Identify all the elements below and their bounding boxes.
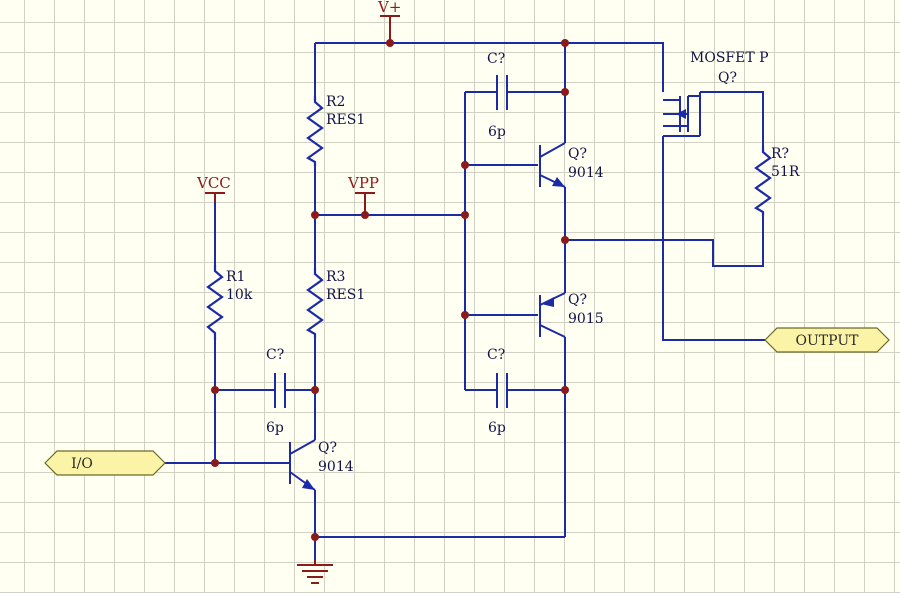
c-top-val: 6p (488, 124, 506, 140)
mosfet-type: MOSFET P (690, 50, 769, 66)
wires (165, 42, 765, 560)
q-input-ref: Q? (318, 440, 337, 456)
vcc-label: VCC (196, 174, 231, 192)
transistor-q-upper-npn (539, 142, 566, 188)
resistor-r3 (305, 268, 324, 338)
c-top-ref: C? (487, 51, 505, 67)
capacitor-mid (496, 373, 508, 408)
q-upper-ref: Q? (568, 146, 587, 162)
resistor-r2 (305, 96, 324, 166)
rout-ref: R? (771, 146, 789, 162)
port-io-label: I/O (71, 456, 93, 472)
r3-val: RES1 (326, 287, 365, 303)
power-vcc (205, 192, 225, 202)
vpp-label: VPP (347, 174, 379, 192)
power-vplus (380, 15, 400, 43)
c-left-ref: C? (266, 347, 284, 363)
c-mid-val: 6p (488, 420, 506, 436)
mosfet-ref: Q? (718, 70, 737, 86)
port-io[interactable]: I/O (44, 450, 166, 476)
resistor-rout (753, 146, 772, 216)
r2-val: RES1 (326, 112, 365, 128)
rout-val: 51R (771, 164, 800, 180)
port-output[interactable]: OUTPUT (764, 327, 890, 353)
transistor-q-input-npn (289, 439, 316, 491)
transistor-q-lower-pnp (539, 292, 566, 338)
capacitor-left (274, 373, 286, 408)
r1-ref: R1 (226, 269, 245, 285)
capacitor-top (496, 75, 508, 110)
resistor-r1 (206, 265, 224, 340)
vplus-label: V+ (377, 0, 401, 16)
mosfet-p (663, 92, 701, 137)
c-mid-ref: C? (487, 347, 505, 363)
labels: V+ VCC VPP R2 RES1 R3 RES1 R1 10k R? 51R… (196, 0, 800, 475)
q-upper-val: 9014 (568, 165, 604, 181)
q-lower-val: 9015 (568, 311, 604, 327)
r1-val: 10k (226, 287, 253, 303)
port-output-label: OUTPUT (796, 333, 860, 349)
c-left-val: 6p (266, 420, 284, 436)
ground-symbol (297, 560, 333, 584)
junction-dots (211, 39, 569, 541)
q-input-val: 9014 (318, 459, 354, 475)
q-lower-ref: Q? (568, 292, 587, 308)
r3-ref: R3 (326, 269, 345, 285)
r2-ref: R2 (326, 94, 345, 110)
